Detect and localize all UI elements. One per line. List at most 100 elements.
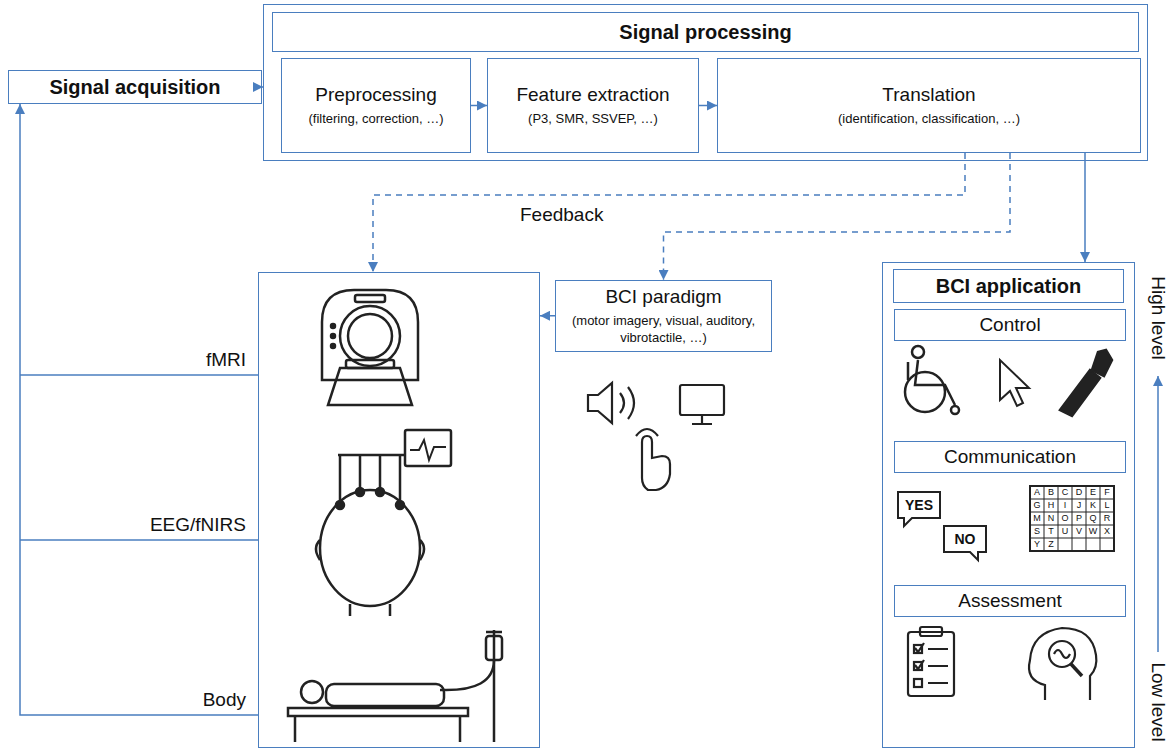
level-arrow — [1158, 376, 1159, 652]
box-title: Translation — [882, 83, 975, 107]
assessment-icons-part — [1071, 664, 1082, 676]
control-icons-part — [1092, 350, 1112, 376]
keyboard-letter: W — [1086, 525, 1100, 538]
assessment-icons-part — [920, 627, 942, 636]
assessment-icons — [908, 627, 1096, 700]
keyboard-letter: T — [1044, 525, 1058, 538]
patient-bed-icon-part — [326, 684, 444, 706]
control-icons-part — [905, 372, 945, 412]
mri-scanner-icon-part — [331, 334, 335, 338]
communication-icons-part — [944, 526, 986, 560]
speech-text: NO — [944, 526, 986, 552]
control-icons-part — [1060, 370, 1100, 416]
box-text: EEG/fNIRS — [150, 514, 246, 536]
control-icons-part — [951, 406, 959, 414]
eeg-head-icon-part — [316, 540, 320, 560]
process-box: Control — [894, 309, 1126, 341]
keyboard-letter: X — [1100, 525, 1114, 538]
eeg-head-icon-part — [320, 490, 420, 606]
eeg-head-icon-part — [356, 488, 364, 496]
assessment-icons-part — [915, 643, 924, 669]
edge-label: Feedback — [518, 204, 605, 226]
panel-box: Signal acquisition — [8, 70, 262, 104]
box-text: (P3, SMR, SSVEP, …) — [528, 111, 658, 128]
stimulus-icons-part — [642, 436, 670, 490]
stimulus-icons — [588, 383, 724, 490]
box-title: Assessment — [958, 589, 1061, 613]
communication-icons-part — [1044, 486, 1045, 551]
mri-scanner-icon-part — [322, 290, 418, 380]
assessment-icons-part — [1029, 628, 1096, 700]
keyboard-letter: B — [1044, 486, 1058, 499]
communication-icons-part — [1058, 486, 1059, 551]
keyboard-letter: Z — [1044, 538, 1058, 551]
level-arrow-part — [1157, 376, 1159, 652]
keyboard-letter: K — [1086, 499, 1100, 512]
communication-icons-part — [1030, 499, 1114, 500]
keyboard-letter: R — [1100, 512, 1114, 525]
assessment-icons-part — [928, 649, 948, 683]
flow-arrow — [699, 105, 717, 107]
communication-icons-part — [1030, 486, 1114, 551]
box-title: Communication — [944, 445, 1076, 469]
keyboard-letter: G — [1030, 499, 1044, 512]
mri-scanner-icon-part — [348, 314, 392, 358]
keyboard-letter: J — [1072, 499, 1086, 512]
stimulus-icons-part — [636, 429, 658, 436]
assessment-icons-part — [1049, 641, 1075, 667]
box-title: fMRI — [206, 349, 246, 371]
keyboard-letter: D — [1072, 486, 1086, 499]
stimulus-icons-part — [628, 387, 634, 419]
flow-arrow — [540, 315, 555, 317]
flow-arrow — [20, 104, 258, 715]
patient-bed-icon — [288, 630, 502, 742]
communication-icons-part — [1030, 512, 1114, 513]
level-label: High level — [1147, 276, 1169, 359]
eeg-head-icon-part — [420, 540, 424, 560]
eeg-head-icon-part — [376, 488, 384, 496]
mri-scanner-icon — [322, 290, 418, 405]
keyboard-letter: L — [1100, 499, 1114, 512]
keyboard-letter: A — [1030, 486, 1044, 499]
eeg-head-icon — [316, 430, 451, 616]
box-title: Preprocessing — [315, 83, 436, 107]
communication-icons-part — [1086, 486, 1087, 551]
acquisition-wires — [20, 375, 258, 540]
keyboard-letter: N — [1044, 512, 1058, 525]
keyboard-grid-lines — [1030, 486, 1114, 551]
panel-box: fMRIEEG/fNIRSBody — [258, 272, 540, 748]
keyboard-letter: I — [1058, 499, 1072, 512]
eeg-head-icon-part — [396, 501, 404, 509]
assessment-icons-part — [914, 679, 922, 687]
communication-icons-part — [1100, 486, 1101, 551]
mri-scanner-icon-part — [328, 368, 412, 405]
patient-bed-icon-part — [295, 716, 460, 742]
patient-bed-icon-part — [301, 681, 323, 703]
patient-bed-icon-part — [486, 630, 502, 742]
process-box: Preprocessing(filtering, correction, …) — [281, 58, 471, 153]
process-box: Assessment — [894, 585, 1126, 617]
assessment-icons-part — [908, 632, 954, 696]
box-title: Signal acquisition — [49, 76, 220, 99]
assessment-icons-part — [1054, 650, 1070, 658]
box-title: BCI paradigm — [605, 285, 721, 309]
box-text: (identification, classification, …) — [838, 111, 1020, 128]
keyboard-letter: M — [1030, 512, 1044, 525]
communication-icons-part — [898, 492, 940, 526]
box-text: Body — [203, 689, 246, 711]
box-title: Feature extraction — [516, 83, 669, 107]
level-label: Low level — [1147, 662, 1169, 741]
flow-arrow — [471, 105, 487, 107]
process-box: Communication — [894, 441, 1126, 473]
speech-text: YES — [898, 492, 940, 518]
keyboard-letter: O — [1058, 512, 1072, 525]
acquisition-wires-part — [20, 374, 258, 376]
stimulus-icons-part — [620, 393, 624, 413]
keyboard-letter: Y — [1030, 538, 1044, 551]
keyboard-letter: Q — [1086, 512, 1100, 525]
eeg-head-icon-part — [410, 440, 446, 460]
mri-scanner-icon-part — [331, 324, 335, 328]
control-icons — [905, 346, 1112, 416]
process-box: Feature extraction (P3, SMR, SSVEP, …) — [487, 58, 699, 153]
